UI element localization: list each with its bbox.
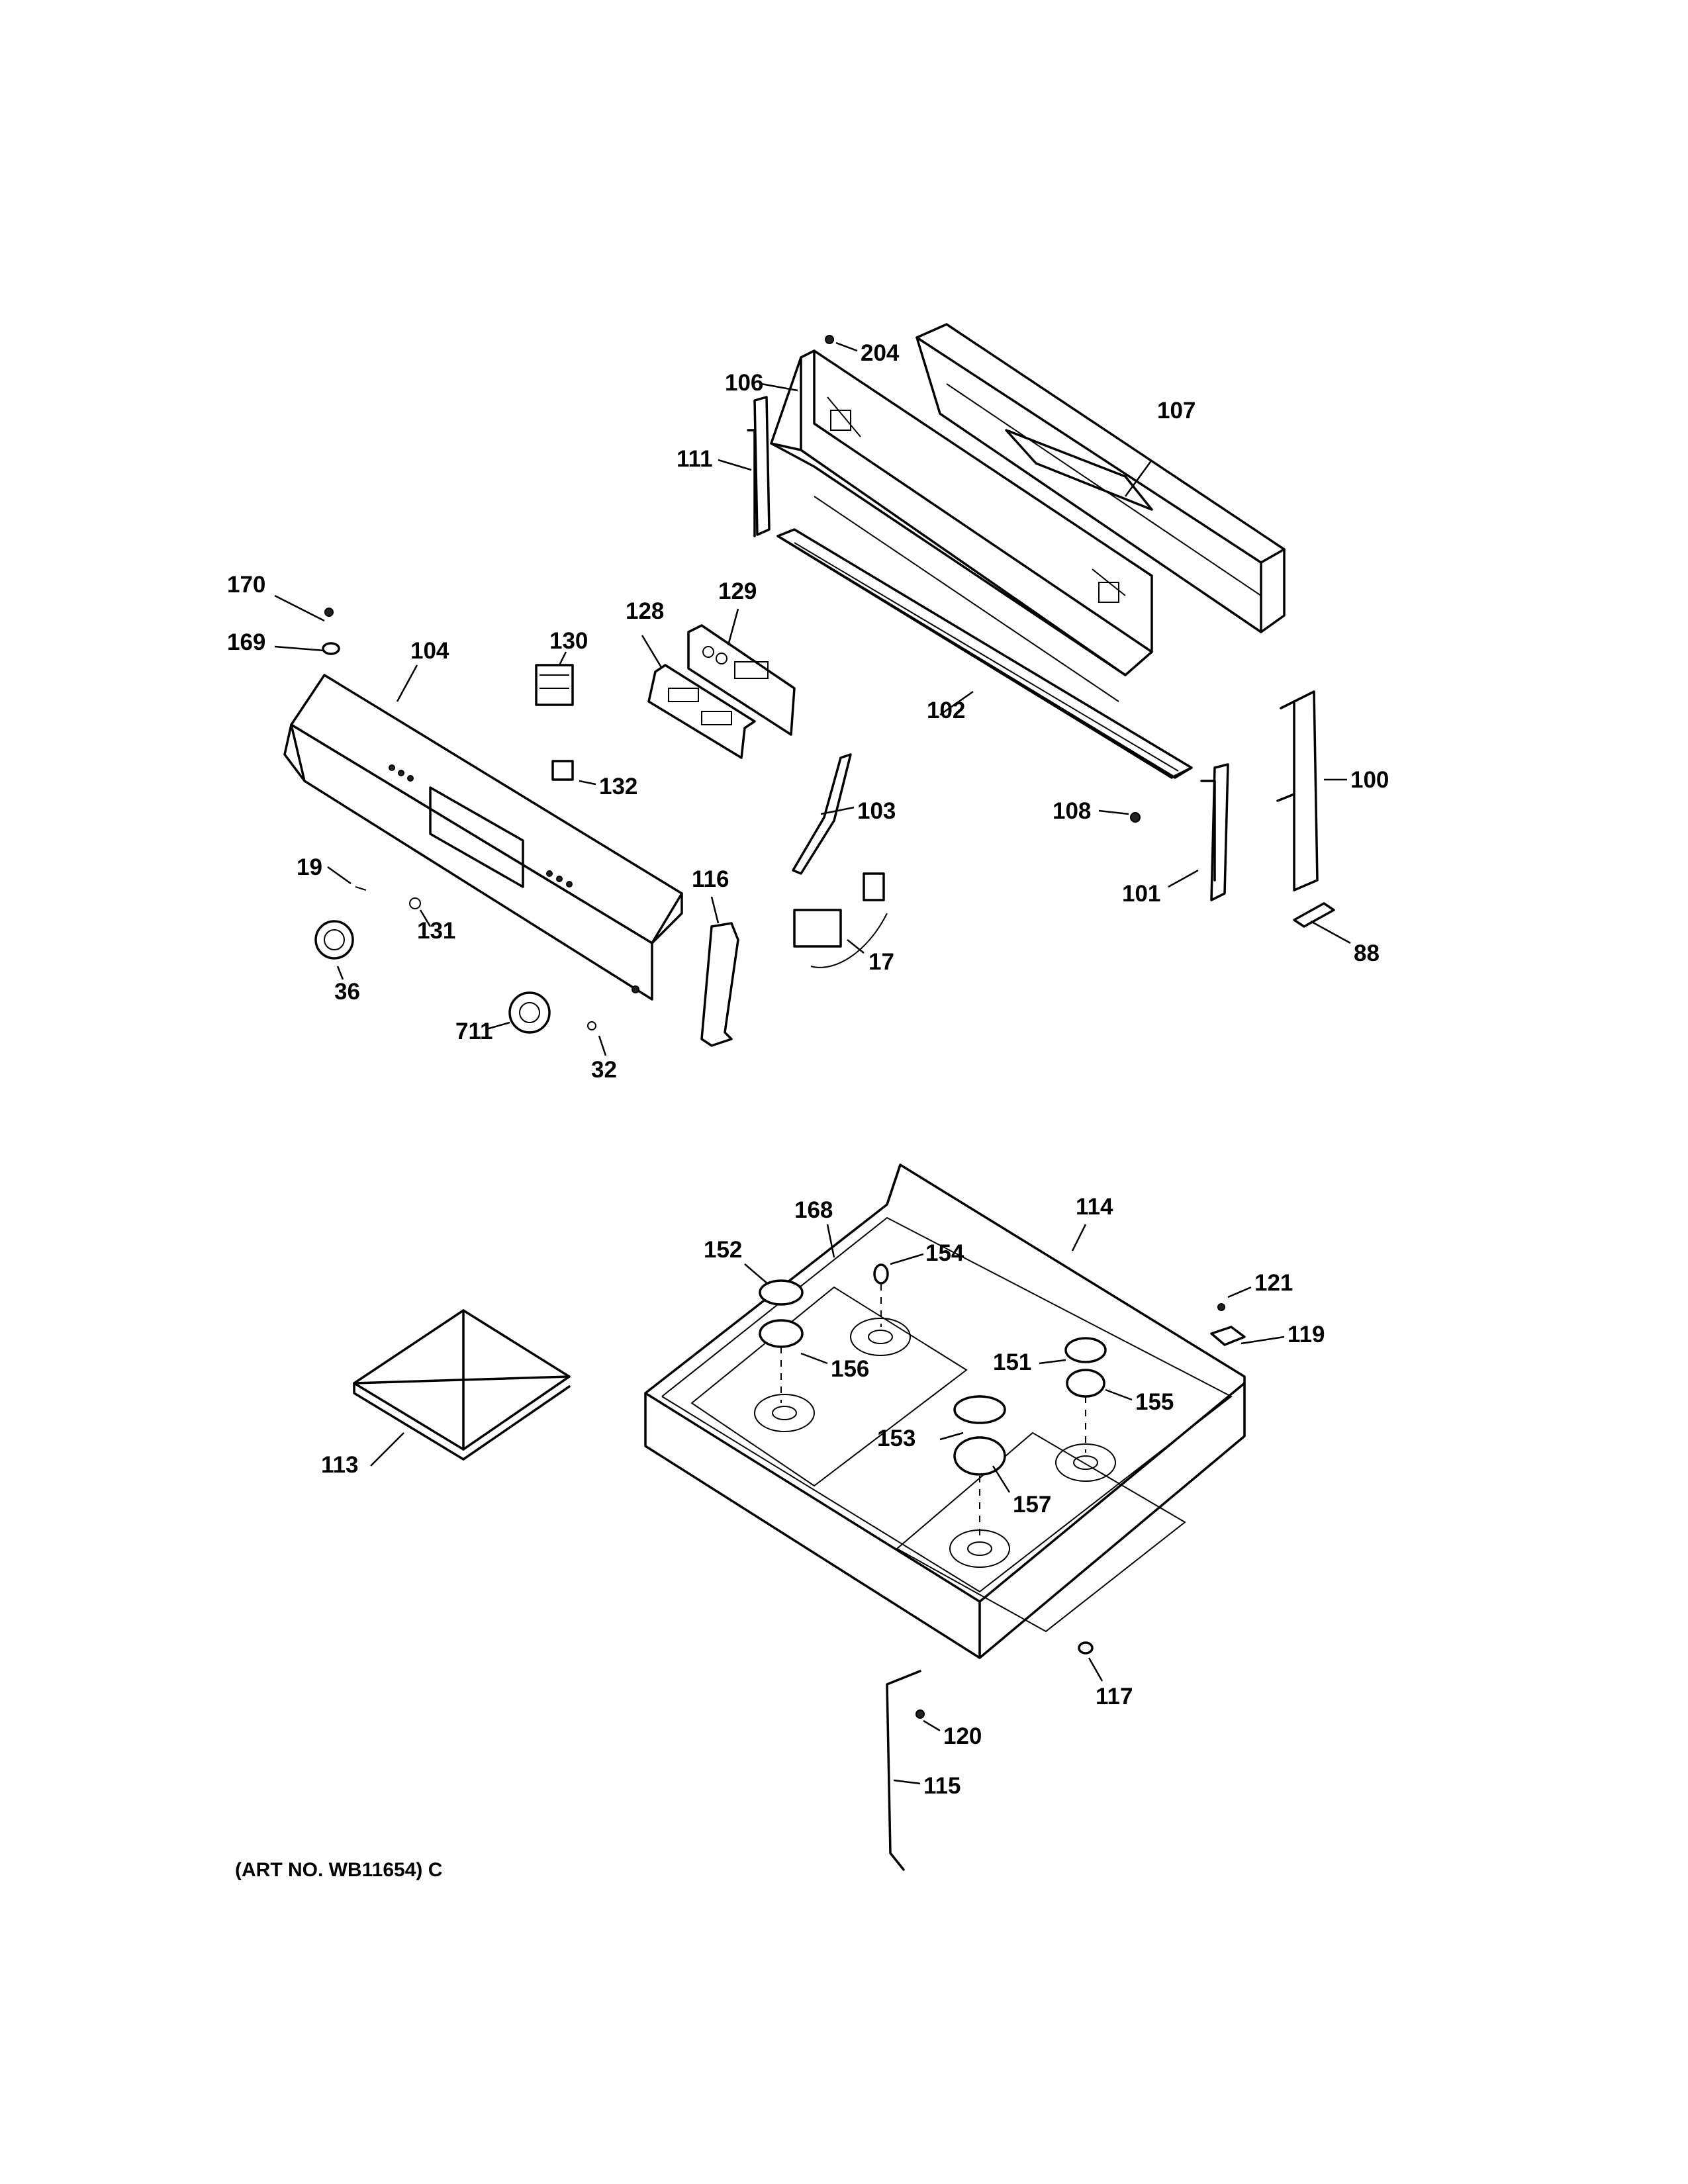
callout-labels: 204 106 107 111 170 169 104 130 128 129 … <box>227 340 1389 1799</box>
burner-parts <box>759 1263 1107 1535</box>
callout-152: 152 <box>704 1237 742 1263</box>
callout-19: 19 <box>297 854 322 880</box>
callout-101: 101 <box>1122 881 1160 907</box>
callout-156: 156 <box>831 1356 869 1382</box>
callout-108: 108 <box>1053 798 1091 824</box>
callout-132: 132 <box>599 774 637 799</box>
callout-36: 36 <box>334 979 360 1005</box>
part-132-clip <box>551 760 574 781</box>
callout-169: 169 <box>227 629 265 655</box>
callout-116: 116 <box>692 866 729 892</box>
part-129-board <box>687 624 796 736</box>
part-116-handle <box>700 922 739 1047</box>
callout-151: 151 <box>993 1349 1031 1375</box>
callout-103: 103 <box>857 798 896 824</box>
part-107-rear-cover <box>915 323 1286 633</box>
fasteners-upper <box>322 335 1141 1030</box>
callout-128: 128 <box>626 598 664 624</box>
callout-119: 119 <box>1288 1322 1325 1347</box>
part-102-trim <box>776 528 1193 779</box>
callout-120: 120 <box>943 1723 982 1749</box>
callout-153: 153 <box>877 1426 915 1451</box>
part-115-rod <box>886 1670 925 1871</box>
callout-170: 170 <box>227 572 265 598</box>
callout-115: 115 <box>923 1773 961 1799</box>
part-88-spacer <box>1293 902 1335 928</box>
callout-32: 32 <box>591 1057 617 1083</box>
part-117-nut <box>1078 1641 1094 1655</box>
callout-157: 157 <box>1013 1492 1051 1518</box>
callout-121: 121 <box>1254 1270 1293 1296</box>
callout-17: 17 <box>868 949 894 975</box>
part-130-switch <box>535 664 574 706</box>
callout-107: 107 <box>1157 398 1196 424</box>
part-111-bracket <box>747 396 771 537</box>
callout-106: 106 <box>725 370 763 396</box>
callout-104: 104 <box>410 638 449 664</box>
callout-131: 131 <box>417 918 455 944</box>
callout-129: 129 <box>718 578 757 604</box>
callout-155: 155 <box>1135 1389 1174 1415</box>
callout-154: 154 <box>925 1240 964 1266</box>
part-103-strap <box>792 753 852 875</box>
part-106-backguard <box>770 349 1153 702</box>
part-711-knob <box>508 991 551 1034</box>
callout-100: 100 <box>1350 767 1389 793</box>
callout-711: 711 <box>455 1019 492 1044</box>
callout-113: 113 <box>321 1452 358 1478</box>
part-128-overlay <box>647 664 756 759</box>
callout-102: 102 <box>927 698 965 723</box>
callout-88: 88 <box>1354 940 1380 966</box>
callout-111: 111 <box>677 446 713 472</box>
callout-114: 114 <box>1076 1194 1113 1220</box>
part-100-side-trim <box>1276 690 1319 891</box>
part-101-bracket <box>1200 763 1229 901</box>
callout-130: 130 <box>549 628 588 654</box>
callout-117: 117 <box>1096 1684 1133 1709</box>
callout-204: 204 <box>861 340 900 366</box>
part-17-valve <box>793 872 888 968</box>
part-113-grate <box>353 1309 571 1461</box>
part-36-knob <box>314 920 354 960</box>
leader-lines <box>274 341 1351 1785</box>
callout-168: 168 <box>794 1197 833 1223</box>
part-119-121-bracket <box>1210 1303 1246 1346</box>
part-104-control-panel <box>283 674 683 1001</box>
art-number-caption: (ART NO. WB11654) C <box>235 1859 442 1881</box>
